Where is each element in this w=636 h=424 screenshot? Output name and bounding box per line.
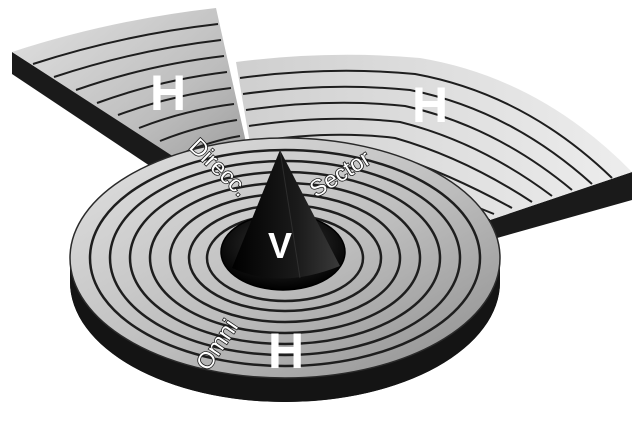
v-label: V: [268, 225, 292, 266]
h-label-directional: H: [150, 65, 186, 121]
h-label-omni: H: [268, 323, 304, 379]
h-label-sector: H: [412, 77, 448, 133]
